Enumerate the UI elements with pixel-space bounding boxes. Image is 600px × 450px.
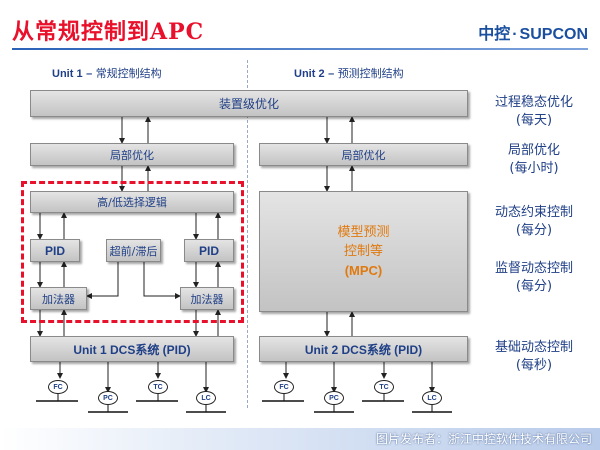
level-name: 基础动态控制 xyxy=(494,340,573,355)
level-local-optimization: 局部优化 (每小时) xyxy=(474,142,594,178)
mpc-line2: 控制等 xyxy=(343,244,383,259)
level-basic-dynamic-control: 基础动态控制 (每秒) xyxy=(474,339,594,375)
unit1-heading: Unit 1 – 常规控制结构 xyxy=(52,65,162,81)
footer-bar xyxy=(0,428,600,450)
unit2-heading-text: 预测控制结构 xyxy=(337,67,404,80)
unit2-lc-instrument: LC xyxy=(422,391,442,405)
level-frequency: (每秒) xyxy=(515,358,553,373)
unit2-dcs-box: Unit 2 DCS系统 (PID) xyxy=(259,336,468,362)
level-name: 动态约束控制 xyxy=(494,205,573,220)
unit1-lc-instrument: LC xyxy=(196,391,216,405)
level-frequency: (每分) xyxy=(515,223,553,238)
level-frequency: (每分) xyxy=(515,279,553,294)
level-dynamic-constraint-control: 动态约束控制 (每分) xyxy=(474,204,594,240)
mpc-line1: 模型预测 xyxy=(337,225,390,240)
lead-lag-box: 超前/滞后 xyxy=(106,239,161,262)
high-low-select-logic-box: 高/低选择逻辑 xyxy=(30,191,234,213)
logo-en: SUPCON xyxy=(519,26,588,43)
unit1-pid-right-box: PID xyxy=(184,239,234,262)
unit1-pc-instrument: PC xyxy=(98,391,118,405)
adder-right-box: 加法器 xyxy=(180,287,234,310)
logo-cn: 中控 xyxy=(478,26,511,43)
publisher-credit: 图片发布者：浙江中控软件技术有限公司 xyxy=(375,432,592,446)
unit1-pid-left-box: PID xyxy=(30,239,80,262)
unit1-heading-unit: Unit 1 xyxy=(52,68,83,80)
conventional-control-highlight-frame xyxy=(21,181,244,323)
adder-left-box: 加法器 xyxy=(30,287,87,310)
unit2-heading-dash: – xyxy=(328,68,335,80)
unit1-fc-instrument: FC xyxy=(48,380,68,394)
mpc-box: 模型预测 控制等 (MPC) xyxy=(259,191,468,312)
logo-separator: · xyxy=(512,26,518,43)
title-underline xyxy=(12,48,588,50)
level-name: 过程稳态优化 xyxy=(494,95,573,110)
level-frequency: (每天) xyxy=(515,113,553,128)
unit2-heading-unit: Unit 2 xyxy=(294,68,325,80)
supcon-logo: 中控·SUPCON xyxy=(478,20,588,44)
unit1-heading-text: 常规控制结构 xyxy=(95,67,162,80)
unit1-local-optimization-box: 局部优化 xyxy=(30,143,234,166)
mpc-abbreviation: (MPC) xyxy=(344,263,383,278)
unit2-pc-instrument: PC xyxy=(324,391,344,405)
level-supervisory-dynamic-control: 监督动态控制 (每分) xyxy=(474,260,594,296)
level-name: 监督动态控制 xyxy=(494,261,573,276)
unit2-tc-instrument: TC xyxy=(374,380,394,394)
level-frequency: (每小时) xyxy=(509,161,559,176)
level-steady-state-optimization: 过程稳态优化 (每天) xyxy=(474,94,594,130)
level-name: 局部优化 xyxy=(507,143,560,158)
plant-optimization-box: 装置级优化 xyxy=(30,90,468,117)
unit2-local-optimization-box: 局部优化 xyxy=(259,143,468,166)
unit1-dcs-box: Unit 1 DCS系统 (PID) xyxy=(30,336,234,362)
unit1-tc-instrument: TC xyxy=(148,380,168,394)
slide-title: 从常规控制到APC xyxy=(12,19,205,45)
unit-divider xyxy=(247,60,248,408)
unit2-heading: Unit 2 – 预测控制结构 xyxy=(294,65,404,81)
unit2-fc-instrument: FC xyxy=(274,380,294,394)
unit1-heading-dash: – xyxy=(86,68,93,80)
